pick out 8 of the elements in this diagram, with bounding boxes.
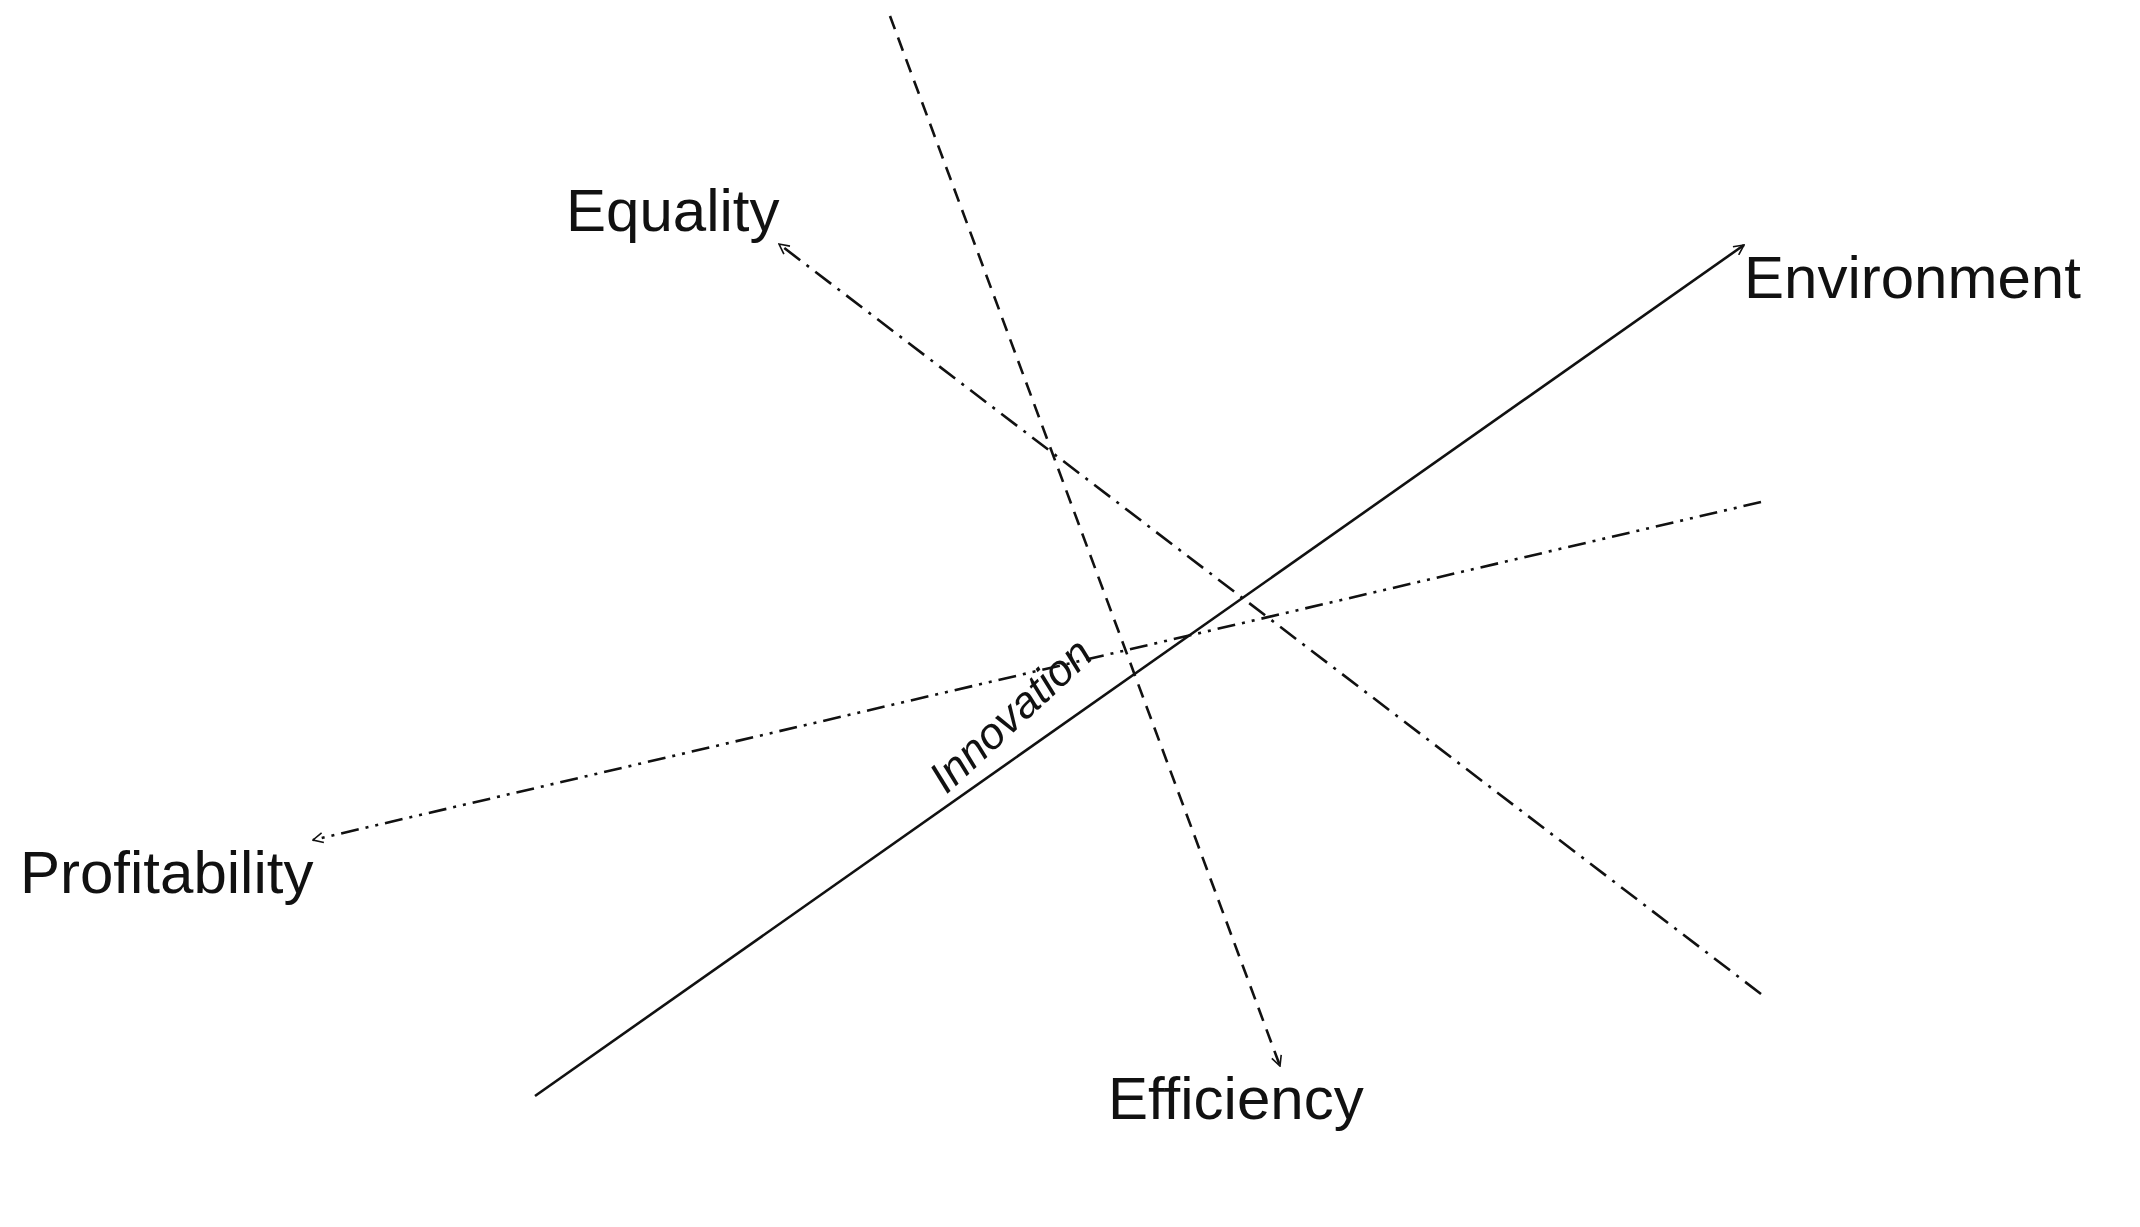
axis-label: Efficiency (1108, 1066, 1364, 1132)
axis-label: Profitability (20, 840, 314, 906)
arrow (312, 500, 1762, 844)
axis-label: Equality (566, 178, 780, 244)
arrow (778, 242, 1762, 996)
arrow (888, 15, 1282, 1067)
axis-label: Environment (1744, 245, 2081, 311)
arrow (534, 243, 1745, 1098)
